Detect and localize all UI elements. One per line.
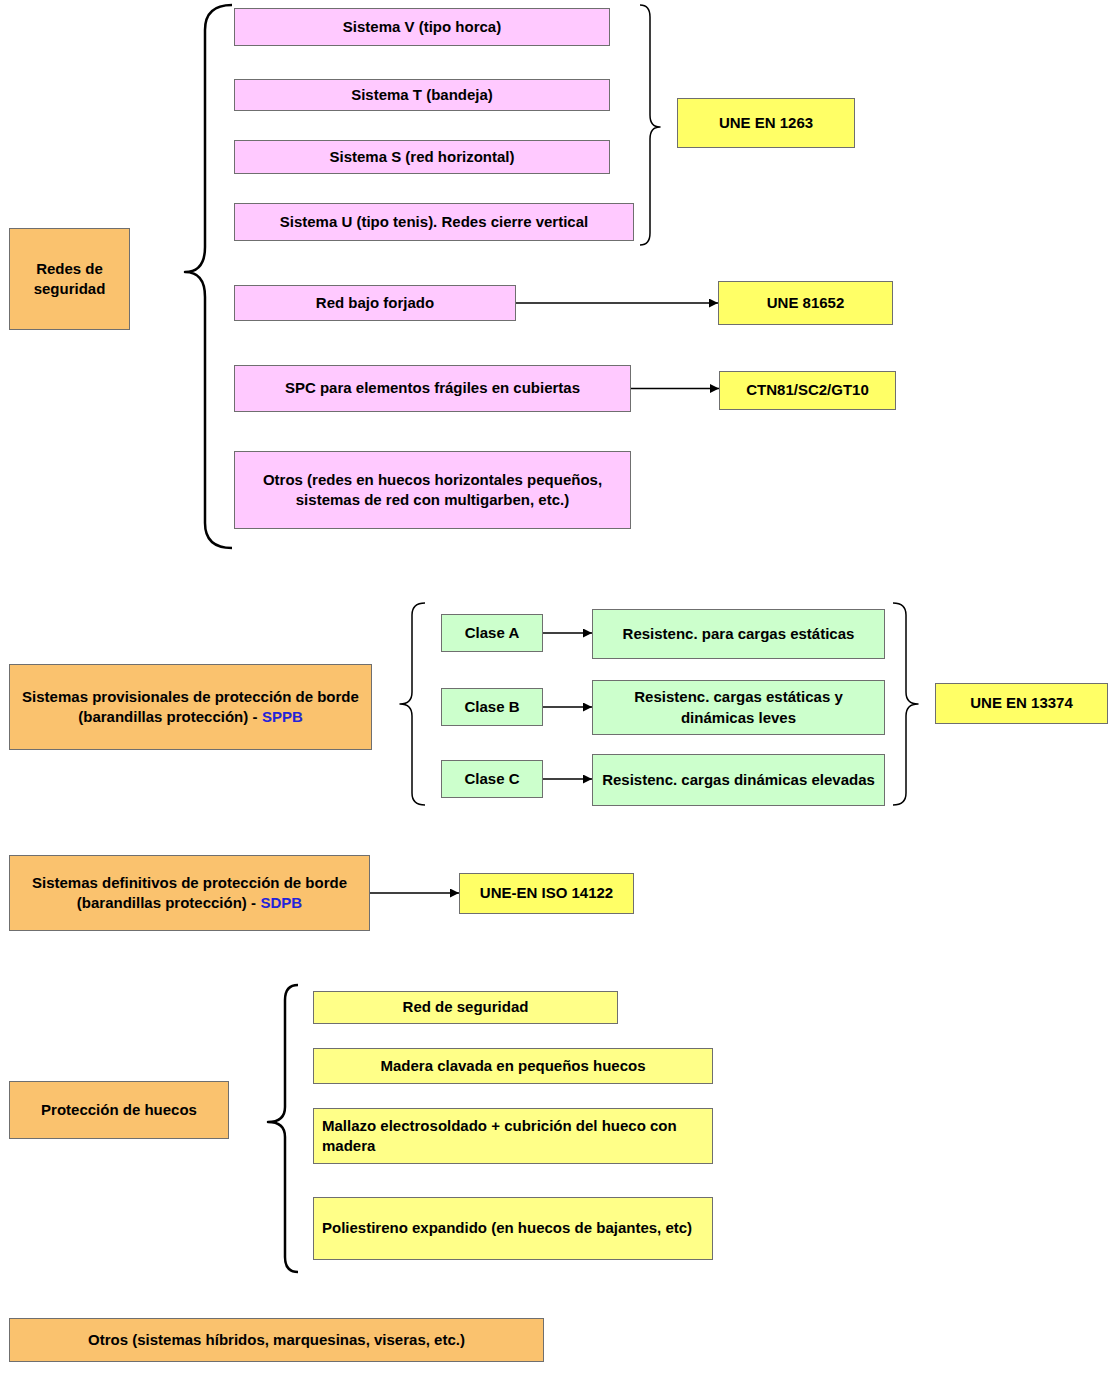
box-label: Resistenc. para cargas estáticas [623,625,855,642]
text-block: SPC para elementos frágiles en cubiertas [243,378,622,398]
method-box: Madera clavada en pequeños huecos [313,1048,713,1084]
system-box: Sistema S (red horizontal) [234,140,610,174]
text-block: Mallazo electrosoldado + cubrición del h… [322,1116,704,1157]
box-label: UNE-EN ISO 14122 [480,884,613,901]
category-box: Otros (sistemas híbridos, marquesinas, v… [9,1318,544,1362]
box-label: Otros (redes en huecos horizontales pequ… [263,471,602,508]
connector-arrow [370,892,459,894]
text-block: Resistenc. cargas dinámicas elevadas [601,770,876,790]
class-description: Resistenc. para cargas estáticas [592,609,885,659]
curly-brace [893,603,918,805]
text-block: Otros (redes en huecos horizontales pequ… [243,470,622,511]
category-box: Redes de seguridad [9,228,130,330]
standard-box: UNE-EN ISO 14122 [459,873,634,914]
category-box: Protección de huecos [9,1081,229,1139]
class-box: Clase C [441,760,543,798]
system-box: Sistema V (tipo horca) [234,8,610,46]
text-block: Resistenc. cargas estáticas y dinámicas … [601,687,876,728]
text-block: Redes de seguridad [18,259,121,300]
box-label: UNE EN 13374 [970,694,1073,711]
curly-brace [400,603,425,805]
class-description: Resistenc. cargas estáticas y dinámicas … [592,680,885,735]
curly-brace [185,5,232,548]
box-label: Sistema V (tipo horca) [343,18,501,35]
box-label: Sistema T (bandeja) [351,86,493,103]
text-block: Otros (sistemas híbridos, marquesinas, v… [18,1330,535,1350]
box-label: Clase B [464,698,519,715]
box-label: Resistenc. cargas estáticas y dinámicas … [634,688,842,725]
text-block: Resistenc. para cargas estáticas [601,624,876,644]
text-block: Poliestireno expandido (en huecos de baj… [322,1218,704,1238]
box-label: Sistema S (red horizontal) [329,148,514,165]
text-block: Red bajo forjado [243,293,507,313]
standard-box: UNE EN 1263 [677,98,855,148]
standard-box: UNE 81652 [718,281,893,325]
box-label: Otros (sistemas híbridos, marquesinas, v… [88,1331,465,1348]
box-label: SPC para elementos frágiles en cubiertas [285,379,580,396]
curly-brace [268,985,298,1272]
class-box: Clase B [441,688,543,726]
box-label: CTN81/SC2/GT10 [746,381,869,398]
box-label: Mallazo electrosoldado + cubrición del h… [322,1117,677,1154]
text-block: Sistema U (tipo tenis). Redes cierre ver… [243,212,625,232]
method-box: Poliestireno expandido (en huecos de baj… [313,1197,713,1260]
connector-arrow [543,778,592,780]
box-label: Redes de seguridad [34,260,106,297]
system-box: Otros (redes en huecos horizontales pequ… [234,451,631,529]
box-label: Clase A [465,624,519,641]
box-label: UNE EN 1263 [719,114,813,131]
text-block: UNE 81652 [727,293,884,313]
text-block: Clase A [450,623,534,643]
text-block: CTN81/SC2/GT10 [728,380,887,400]
category-box: Sistemas definitivos de protección de bo… [9,855,370,931]
method-box: Mallazo electrosoldado + cubrición del h… [313,1108,713,1164]
connector-arrow [631,388,719,390]
standard-box: UNE EN 13374 [935,683,1108,724]
class-description: Resistenc. cargas dinámicas elevadas [592,754,885,806]
text-block: Sistema T (bandeja) [243,85,601,105]
text-block: Madera clavada en pequeños huecos [322,1056,704,1076]
box-label: Sistema U (tipo tenis). Redes cierre ver… [280,213,588,230]
box-label: Resistenc. cargas dinámicas elevadas [602,771,875,788]
text-block: Red de seguridad [322,997,609,1017]
text-block: UNE EN 1263 [686,113,846,133]
text-block: Sistemas definitivos de protección de bo… [18,873,361,914]
connector-arrow [543,632,592,634]
box-label: Protección de huecos [41,1101,197,1118]
text-block: UNE EN 13374 [944,693,1099,713]
text-block: Sistema V (tipo horca) [243,17,601,37]
connector-arrow [516,302,718,304]
abbreviation: SPPB [262,708,303,725]
system-box: Red bajo forjado [234,285,516,321]
method-box: Red de seguridad [313,991,618,1024]
system-box: SPC para elementos frágiles en cubiertas [234,365,631,412]
box-label: Sistemas provisionales de protección de … [22,688,359,725]
connector-arrow [543,706,592,708]
class-box: Clase A [441,614,543,652]
text-block: Sistemas provisionales de protección de … [18,687,363,728]
text-block: Sistema S (red horizontal) [243,147,601,167]
curly-brace [640,5,660,245]
box-label: Poliestireno expandido (en huecos de baj… [322,1219,692,1236]
box-label: Clase C [464,770,519,787]
text-block: UNE-EN ISO 14122 [468,883,625,903]
text-block: Protección de huecos [18,1100,220,1120]
box-label: UNE 81652 [767,294,845,311]
text-block: Clase C [450,769,534,789]
system-box: Sistema U (tipo tenis). Redes cierre ver… [234,203,634,241]
box-label: Red bajo forjado [316,294,434,311]
category-box: Sistemas provisionales de protección de … [9,664,372,750]
abbreviation: SDPB [261,894,303,911]
standard-box: CTN81/SC2/GT10 [719,371,896,410]
box-label: Madera clavada en pequeños huecos [380,1057,645,1074]
box-label: Red de seguridad [403,998,529,1015]
system-box: Sistema T (bandeja) [234,79,610,111]
text-block: Clase B [450,697,534,717]
